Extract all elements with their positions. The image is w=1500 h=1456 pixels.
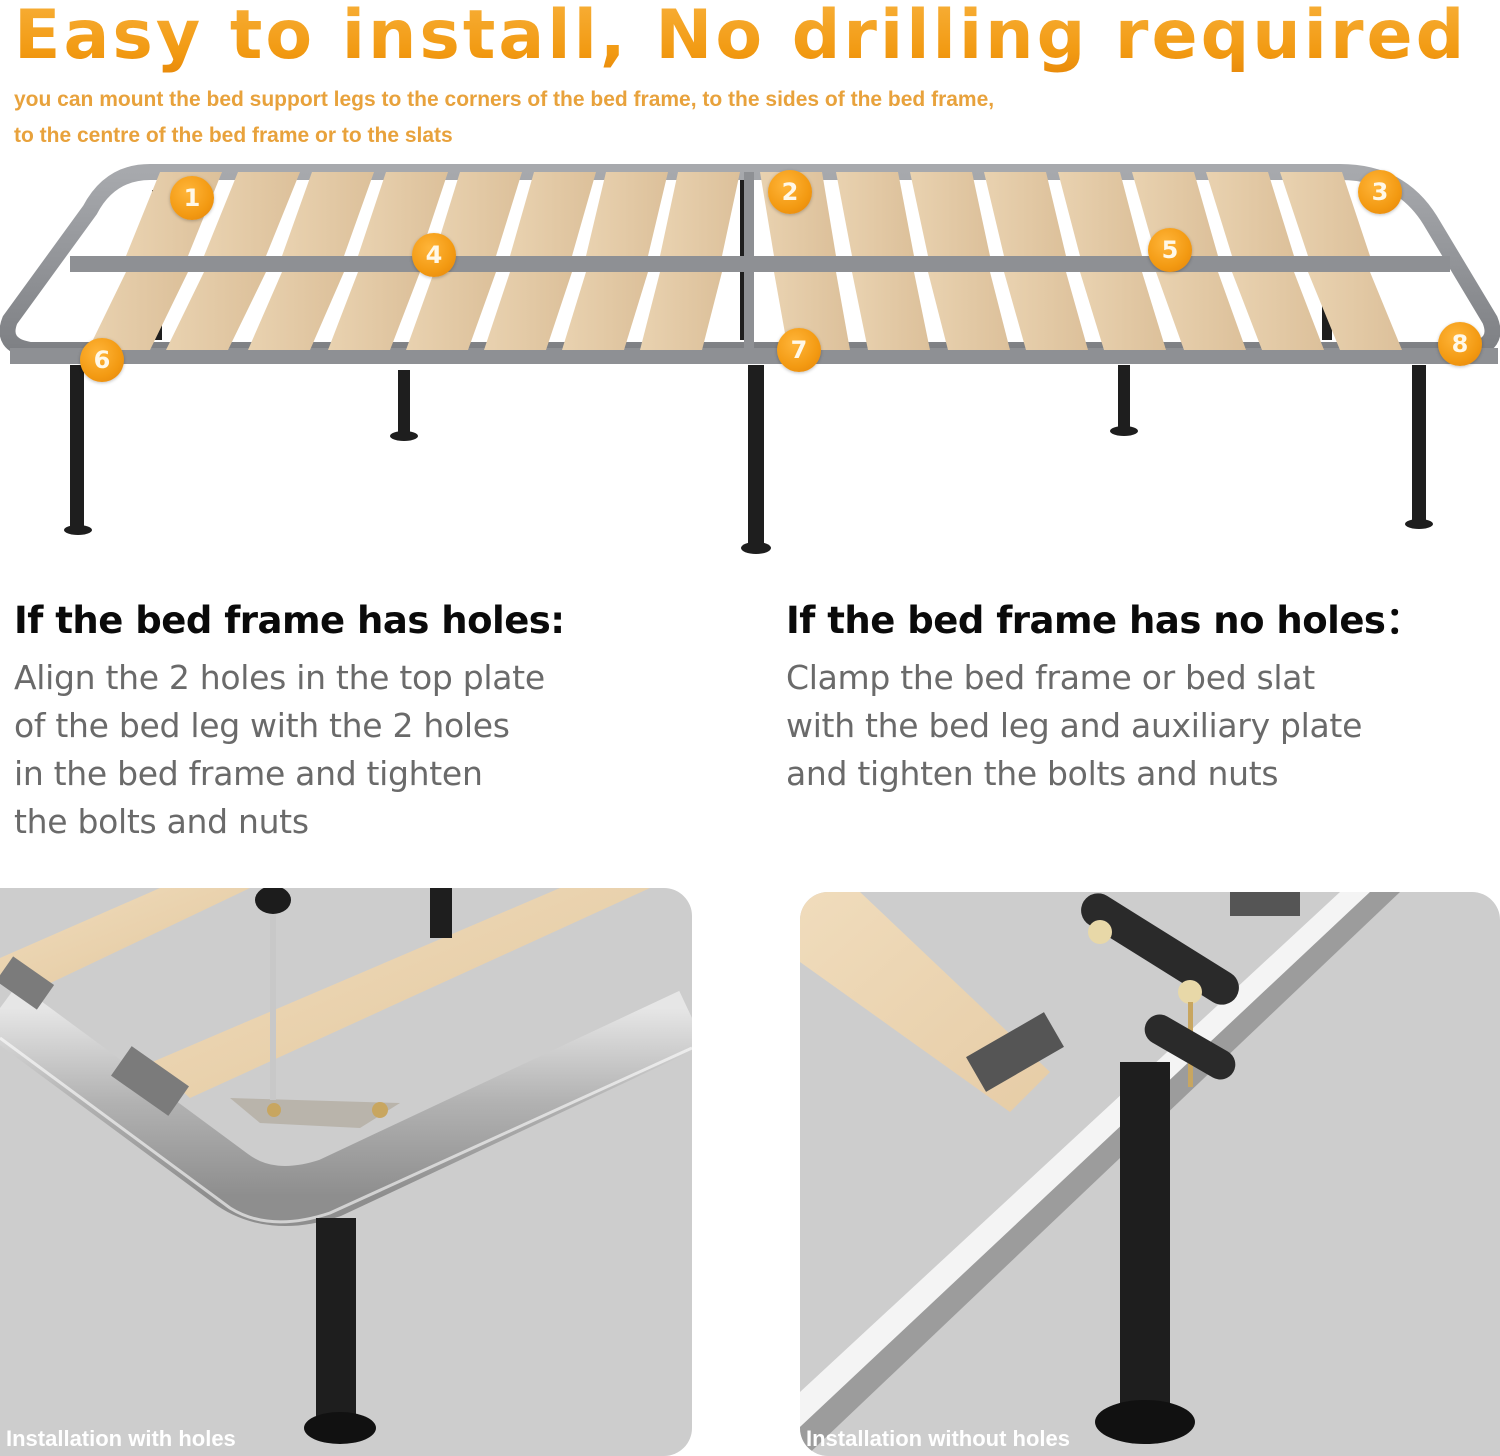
mount-point-badge-3: 3 bbox=[1358, 170, 1402, 214]
with-holes-heading: If the bed frame has holes: bbox=[14, 599, 565, 642]
without-holes-illustration bbox=[800, 892, 1400, 1456]
mount-point-badge-4: 4 bbox=[412, 233, 456, 277]
instruction-line: with the bed leg and auxiliary plate bbox=[786, 706, 1363, 745]
without-holes-heading: If the bed frame has no holes： bbox=[786, 599, 1422, 642]
with-holes-instructions: Align the 2 holes in the top plate of th… bbox=[14, 654, 545, 846]
mount-point-badge-5: 5 bbox=[1148, 228, 1192, 272]
without-holes-photo-panel: Installation without holes bbox=[800, 892, 1500, 1456]
mount-point-badge-8: 8 bbox=[1438, 322, 1482, 366]
page-title: Easy to install, No drilling required bbox=[14, 0, 1494, 76]
mount-point-badge-1: 1 bbox=[170, 176, 214, 220]
instruction-line: the bolts and nuts bbox=[14, 802, 309, 841]
bed-frame-illustration: 1 2 3 4 5 6 7 8 bbox=[0, 150, 1500, 570]
with-holes-caption: Installation with holes bbox=[6, 1426, 236, 1451]
bed-frame-graphic bbox=[0, 164, 1500, 554]
without-holes-instructions: Clamp the bed frame or bed slat with the… bbox=[786, 654, 1362, 798]
page-subtitle: you can mount the bed support legs to th… bbox=[14, 82, 1214, 154]
mount-point-badge-7: 7 bbox=[777, 328, 821, 372]
instruction-line: of the bed leg with the 2 holes bbox=[14, 706, 510, 745]
instruction-line: Align the 2 holes in the top plate bbox=[14, 658, 545, 697]
instruction-line: Clamp the bed frame or bed slat bbox=[786, 658, 1315, 697]
instruction-line: and tighten the bolts and nuts bbox=[786, 754, 1279, 793]
subtitle-line-1: you can mount the bed support legs to th… bbox=[14, 88, 995, 111]
instruction-line: in the bed frame and tighten bbox=[14, 754, 483, 793]
without-holes-caption: Installation without holes bbox=[806, 1426, 1070, 1451]
with-holes-photo-panel: Installation with holes bbox=[0, 888, 692, 1456]
with-holes-illustration bbox=[0, 888, 692, 1444]
mount-point-badge-2: 2 bbox=[768, 170, 812, 214]
subtitle-line-2: to the centre of the bed frame or to the… bbox=[14, 124, 453, 147]
mount-point-badge-6: 6 bbox=[80, 338, 124, 382]
